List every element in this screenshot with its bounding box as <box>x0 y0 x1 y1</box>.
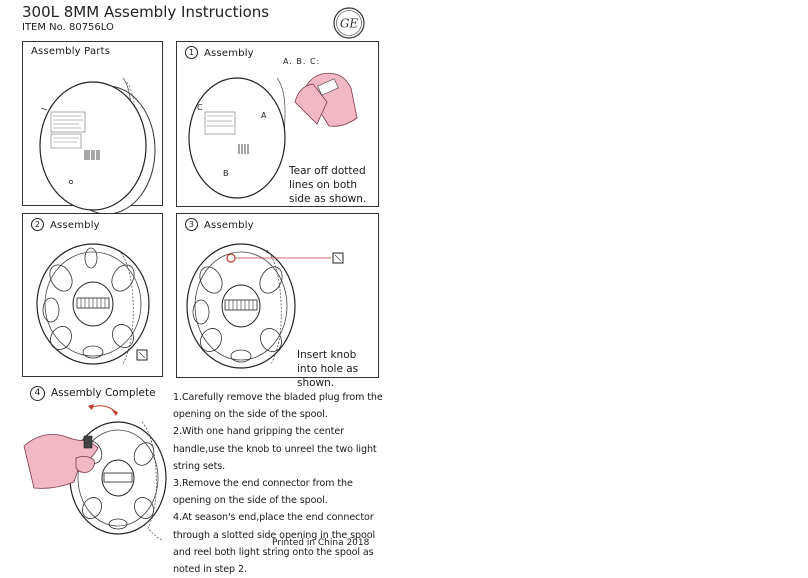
spool-front-illustration <box>39 77 156 215</box>
item-number: ITEM No. 80756LO <box>22 22 114 33</box>
document-title: 300L 8MM Assembly Instructions <box>22 3 270 21</box>
step-number: 2 <box>31 218 44 231</box>
step-1-note: Tear off dotted lines on both side as sh… <box>289 165 367 205</box>
spool-reel-illustration <box>36 243 150 365</box>
assembly-parts-panel: Assembly Parts <box>22 41 163 215</box>
tear-off-illustration: C A B A. B. C: <box>188 57 358 199</box>
svg-text:A. B. C:: A. B. C: <box>283 57 320 66</box>
instruction-step-3: 3.Remove the end connector from the open… <box>173 478 353 507</box>
step-number: 4 <box>30 386 45 401</box>
svg-text:C: C <box>197 103 203 112</box>
ge-logo: GE <box>333 7 365 39</box>
step-number: 1 <box>185 46 198 59</box>
instruction-step-1: 1.Carefully remove the bladed plug from … <box>173 392 383 421</box>
svg-text:A: A <box>261 111 267 120</box>
step-number: 3 <box>185 218 198 231</box>
instruction-step-2: 2.With one hand gripping the center hand… <box>173 426 377 472</box>
insert-knob-illustration <box>186 243 344 369</box>
printed-in-note: Printed in China 2018 <box>272 538 370 548</box>
svg-text:GE: GE <box>340 17 359 31</box>
svg-text:B: B <box>223 169 229 178</box>
step-3-note: Insert knob into hole as shown. <box>297 349 359 389</box>
assembly-complete-illustration <box>23 404 167 541</box>
instruction-list: 1.Carefully remove the bladed plug from … <box>173 389 383 578</box>
panel-label: Assembly Parts <box>31 46 111 57</box>
